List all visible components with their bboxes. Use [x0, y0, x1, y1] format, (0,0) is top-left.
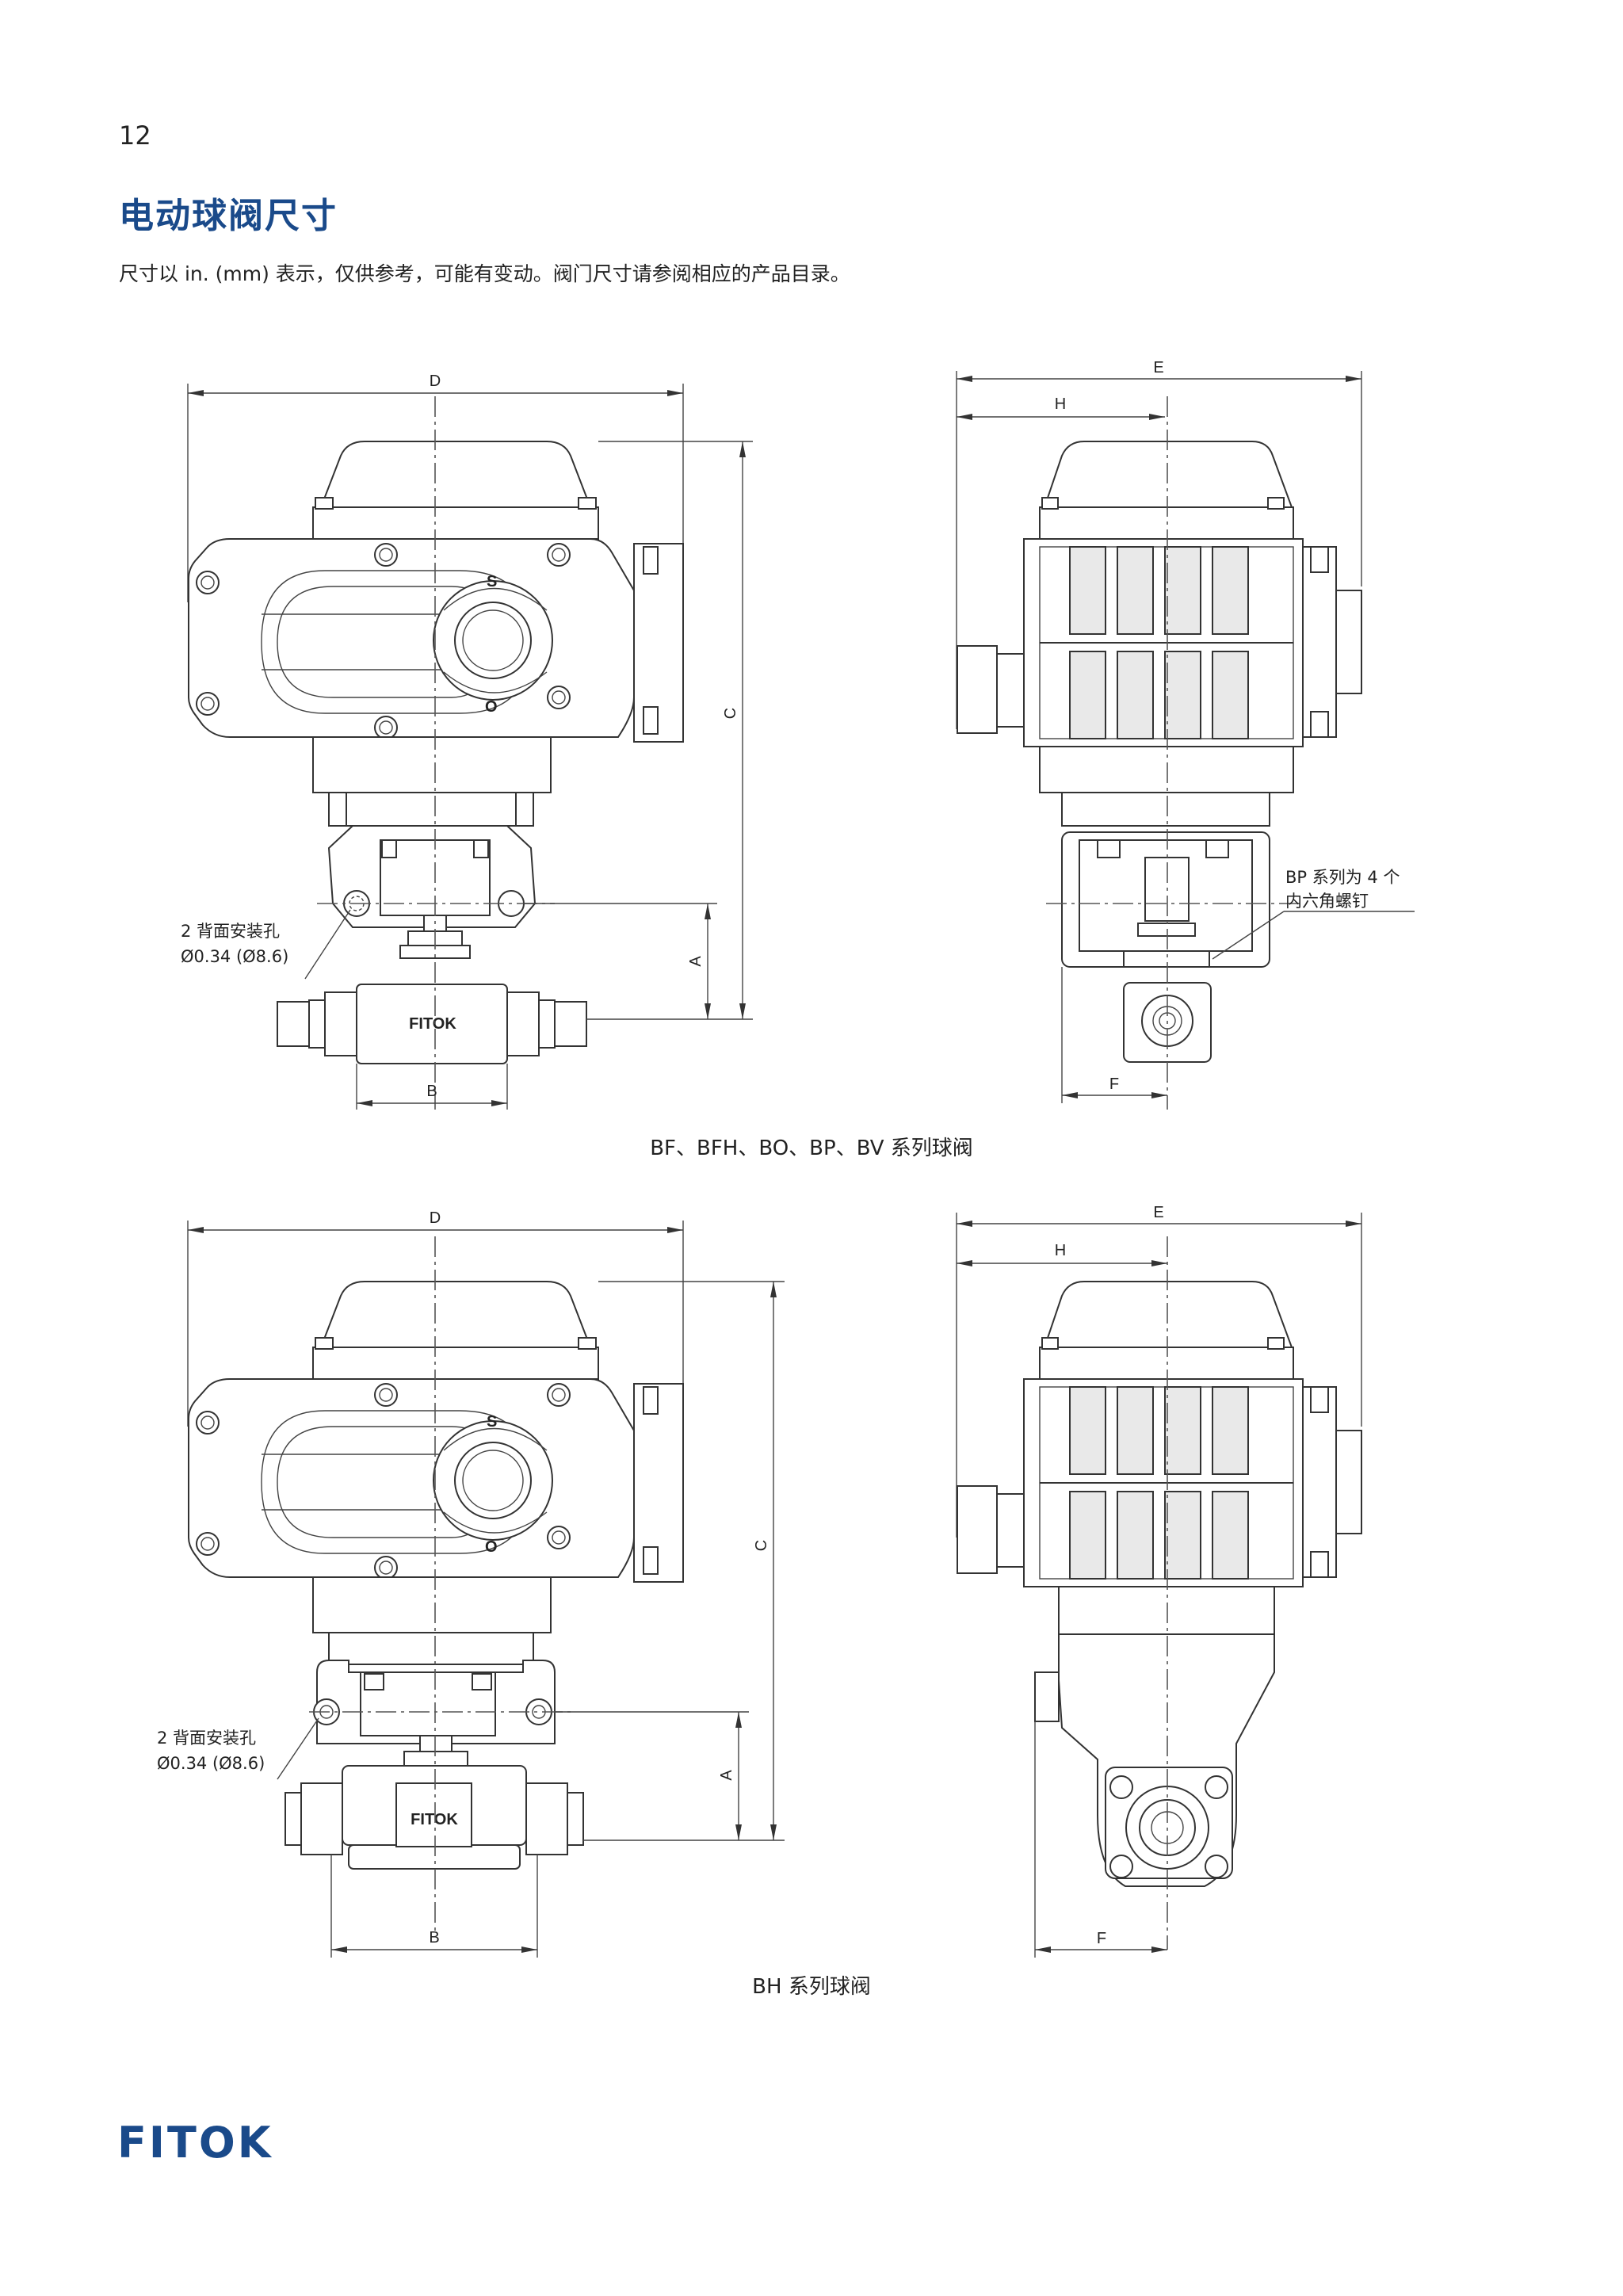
fig1-hole-note-1: 2 背面安装孔 [181, 922, 280, 941]
fig1-dial-O: O [485, 698, 498, 716]
fitok-logo: FITOK [117, 2118, 273, 2168]
fig1-dim-A: A [687, 956, 705, 967]
fig1-dim-B: B [426, 1083, 437, 1100]
figure2-front-view: D S O [157, 1209, 785, 1958]
figure1-side-view: E H [956, 359, 1415, 1110]
figure1-caption: BF、BFH、BO、BP、BV 系列球阀 [650, 1137, 973, 1160]
fig1-dim-D: D [430, 372, 441, 390]
fig2-dim-F: F [1097, 1930, 1106, 1947]
fig1-hole-note-2: Ø0.34 (Ø8.6) [181, 947, 288, 966]
fig2-hole-note-1: 2 背面安装孔 [157, 1729, 256, 1748]
fig2-hole-note-2: Ø0.34 (Ø8.6) [157, 1754, 265, 1773]
fig2-dim-A: A [718, 1770, 735, 1781]
page-title: 电动球阀尺寸 [119, 196, 338, 236]
fig1-bp-note-2: 内六角螺钉 [1285, 892, 1369, 911]
fig1-dim-C: C [722, 708, 739, 719]
fig1-body-mark: FITOK [409, 1015, 456, 1033]
page-number: 12 [119, 120, 151, 151]
fig2-dim-E: E [1153, 1204, 1163, 1221]
fig2-dial-O: O [485, 1538, 498, 1556]
fig1-dim-E: E [1153, 359, 1163, 376]
fig1-dim-H: H [1055, 395, 1066, 413]
fig2-dim-H: H [1055, 1242, 1066, 1259]
figure1-front-view: D S O [181, 372, 753, 1110]
fig1-dim-F: F [1109, 1075, 1119, 1093]
fig2-dim-C: C [753, 1540, 770, 1551]
figure2-side-view: E H [956, 1204, 1362, 1958]
fig1-bp-note-1: BP 系列为 4 个 [1285, 868, 1400, 887]
intro-text: 尺寸以 in. (mm) 表示，仅供参考，可能有变动。阀门尺寸请参阅相应的产品目… [119, 262, 850, 285]
fig2-dim-B: B [429, 1929, 439, 1946]
fig2-dial-S: S [487, 1413, 497, 1431]
figure2-caption: BH 系列球阀 [752, 1975, 871, 1999]
fig1-dial-S: S [487, 573, 497, 590]
fig2-dim-D: D [430, 1209, 441, 1227]
